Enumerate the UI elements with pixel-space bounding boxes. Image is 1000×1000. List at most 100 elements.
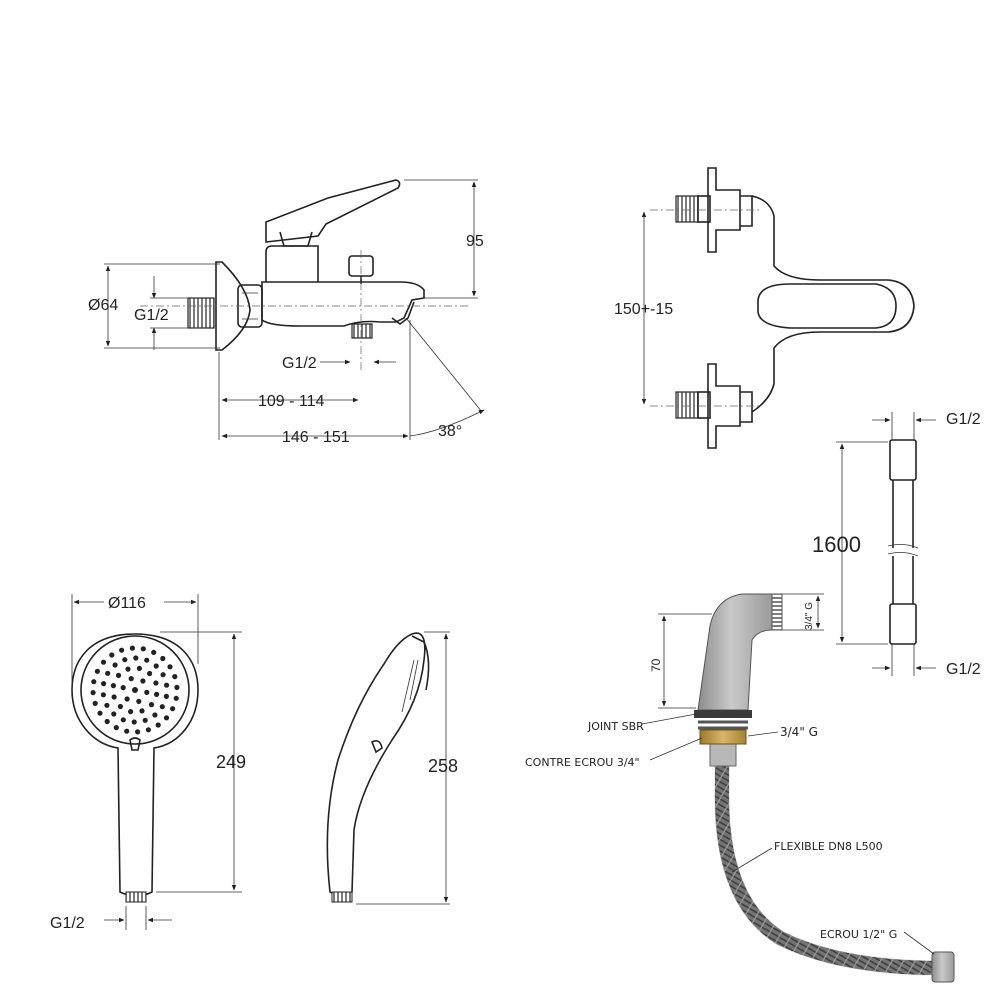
nozzle xyxy=(163,715,170,721)
mixer-body xyxy=(261,281,425,327)
angle-label: 38° xyxy=(438,423,462,440)
hand-shower-front-view: Ø116 249 G1/2 xyxy=(50,590,246,932)
nozzle xyxy=(153,680,159,686)
outlet-thread-label: G1/2 xyxy=(282,355,317,372)
nozzle xyxy=(136,698,142,705)
nozzle xyxy=(140,678,146,684)
front-body xyxy=(751,195,915,413)
nozzle xyxy=(170,706,176,712)
nozzle xyxy=(174,684,180,691)
nozzle xyxy=(120,685,126,691)
nozzle xyxy=(153,663,159,669)
length-front-label: 249 xyxy=(216,752,246,772)
nozzle xyxy=(139,708,145,714)
mixer-side-view: Ø64 G1/2 G1/2 109 - 114 146 - 151 95 38° xyxy=(88,179,485,446)
nozzle xyxy=(160,672,166,678)
nozzle xyxy=(122,657,128,663)
hose-length-label: 1600 xyxy=(812,532,861,557)
nozzle xyxy=(124,696,130,702)
nozzle xyxy=(111,694,117,700)
nozzle xyxy=(135,729,141,735)
nozzle xyxy=(147,670,153,677)
nozzle xyxy=(110,683,116,689)
mixer-front-view: 150+-15 xyxy=(614,167,915,449)
nozzle xyxy=(101,681,107,687)
seal-joint xyxy=(694,710,752,718)
hose-thread-bottom-label: G1/2 xyxy=(946,661,981,678)
thread-label: 3/4" G xyxy=(780,725,818,739)
nozzle xyxy=(105,670,111,676)
nozzle xyxy=(125,666,131,672)
hand-shower-head xyxy=(71,633,199,897)
nozzle xyxy=(104,718,110,725)
nozzle xyxy=(164,682,170,688)
dia-body-label: Ø64 xyxy=(88,297,118,314)
nozzle xyxy=(113,725,119,731)
inlet-thread xyxy=(187,297,215,329)
nozzle xyxy=(151,649,157,656)
nozzle xyxy=(148,702,155,708)
height-label: 95 xyxy=(466,233,484,250)
front-lever xyxy=(757,283,897,329)
nozzle xyxy=(133,655,139,661)
nozzle xyxy=(90,690,96,696)
inlet-thread-label: G1/2 xyxy=(134,307,169,324)
end-nut-label: ECROU 1/2" G xyxy=(820,928,897,941)
nozzle xyxy=(91,679,97,685)
nozzle xyxy=(131,719,137,725)
nozzle xyxy=(163,693,169,700)
end-nut xyxy=(931,951,955,983)
nozzle xyxy=(132,687,138,693)
shower-hose-view: G1/2 G1/2 1600 xyxy=(812,411,981,678)
nozzle xyxy=(109,652,115,658)
brass-lock-nut xyxy=(699,729,747,745)
outlet-thread xyxy=(351,323,373,339)
nozzle xyxy=(111,711,117,717)
spout-body xyxy=(697,593,773,711)
flexible-hose xyxy=(714,760,941,975)
side-thread-label: 3/4" G xyxy=(804,602,815,630)
nozzle xyxy=(142,717,148,723)
nozzle xyxy=(128,709,134,715)
nozzle xyxy=(119,647,125,653)
seal-label: JOINT SBR xyxy=(587,720,644,733)
nozzle xyxy=(152,712,158,718)
spout-kit-view: 70 3/4" G JOINT SBR CONTRE ECROU 3/4" 3/… xyxy=(525,593,955,983)
nozzle xyxy=(117,703,123,710)
nozzle xyxy=(145,727,151,733)
nozzle xyxy=(167,664,173,670)
nozzle xyxy=(112,662,118,668)
nozzle xyxy=(154,691,160,698)
nozzle xyxy=(115,672,122,679)
hose-thread-top-label: G1/2 xyxy=(946,411,981,428)
spray-nozzles xyxy=(90,645,180,735)
nozzle xyxy=(172,674,178,680)
head-diameter-label: Ø116 xyxy=(108,595,146,612)
nozzle xyxy=(159,704,165,710)
nozzle xyxy=(97,710,103,716)
nozzle xyxy=(94,668,100,674)
length-side-label: 258 xyxy=(428,756,458,776)
lock-nut-label: CONTRE ECROU 3/4" xyxy=(525,756,640,769)
hand-shower-thread-label: G1/2 xyxy=(50,915,85,932)
escutcheon xyxy=(215,261,251,351)
nozzle xyxy=(160,655,166,662)
nozzle xyxy=(104,702,110,708)
nozzle xyxy=(100,692,106,698)
centres-label: 150+-15 xyxy=(614,301,673,318)
nozzle xyxy=(136,665,142,672)
spout-height-label: 70 xyxy=(649,658,663,672)
nozzle xyxy=(92,700,98,707)
nozzle xyxy=(155,722,161,728)
nozzle xyxy=(144,657,150,663)
hand-shower-side-view: 258 xyxy=(326,631,458,905)
nozzle xyxy=(144,689,150,696)
nozzle xyxy=(128,676,134,682)
nozzle xyxy=(173,695,179,701)
nozzle xyxy=(129,645,135,651)
lever-handle xyxy=(265,179,401,243)
nozzle xyxy=(100,659,107,665)
dim-long-label: 146 - 151 xyxy=(282,429,350,446)
nozzle xyxy=(120,717,126,723)
